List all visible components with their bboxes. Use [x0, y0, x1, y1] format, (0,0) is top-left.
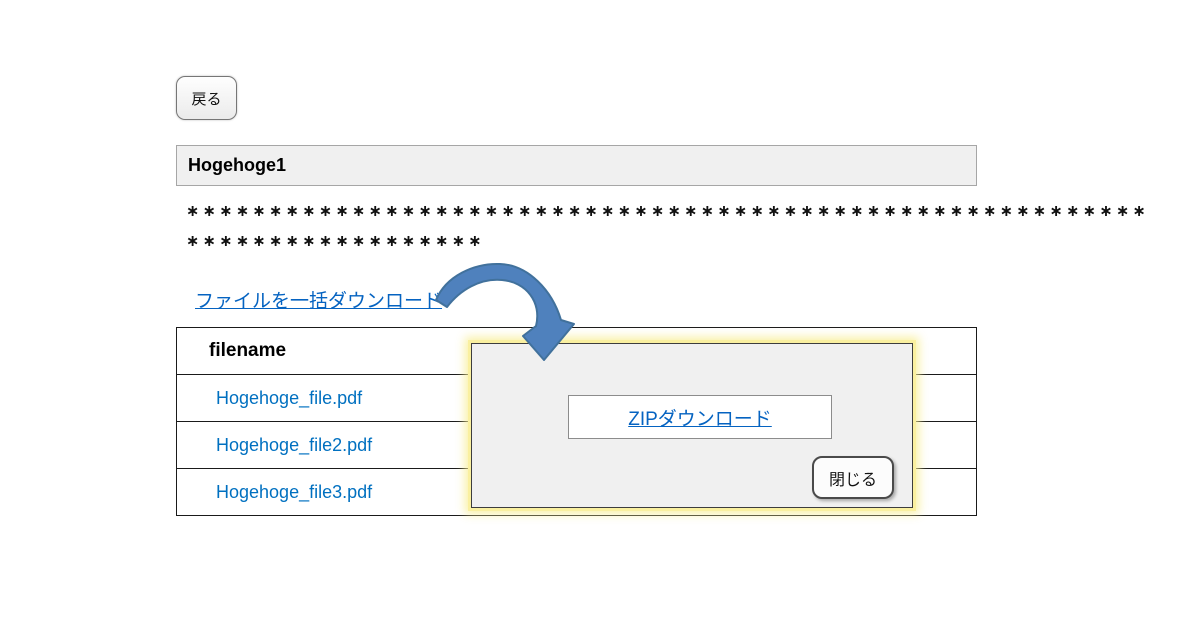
bulk-download-link[interactable]: ファイルを一括ダウンロード: [195, 291, 443, 312]
file-link-2[interactable]: Hogehoge_file2.pdf: [216, 434, 373, 455]
zip-download-link[interactable]: ZIPダウンロード: [628, 408, 772, 430]
page-title: Hogehoge1: [188, 155, 287, 175]
filename-column-header: filename: [209, 340, 287, 361]
table-row: Hogehoge_file3.pdf: [177, 469, 976, 515]
file-link-3[interactable]: Hogehoge_file3.pdf: [216, 481, 373, 502]
section-title-bar: Hogehoge1: [176, 145, 977, 186]
placeholder-text: ∗∗∗∗∗∗∗∗∗∗∗∗∗∗∗∗∗∗∗∗∗∗∗∗∗∗∗∗∗∗∗∗∗∗∗∗∗∗∗∗…: [186, 196, 1149, 256]
close-button[interactable]: 閉じる: [812, 456, 894, 499]
placeholder-line-2: ∗∗∗∗∗∗∗∗∗∗∗∗∗∗∗∗∗∗: [186, 231, 485, 250]
back-button[interactable]: 戻る: [176, 76, 237, 120]
zip-download-box: ZIPダウンロード: [568, 395, 832, 439]
file-link-1[interactable]: Hogehoge_file.pdf: [216, 387, 363, 408]
placeholder-line-1: ∗∗∗∗∗∗∗∗∗∗∗∗∗∗∗∗∗∗∗∗∗∗∗∗∗∗∗∗∗∗∗∗∗∗∗∗∗∗∗∗…: [186, 201, 1150, 220]
zip-download-dialog: ZIPダウンロード 閉じる: [471, 343, 913, 508]
